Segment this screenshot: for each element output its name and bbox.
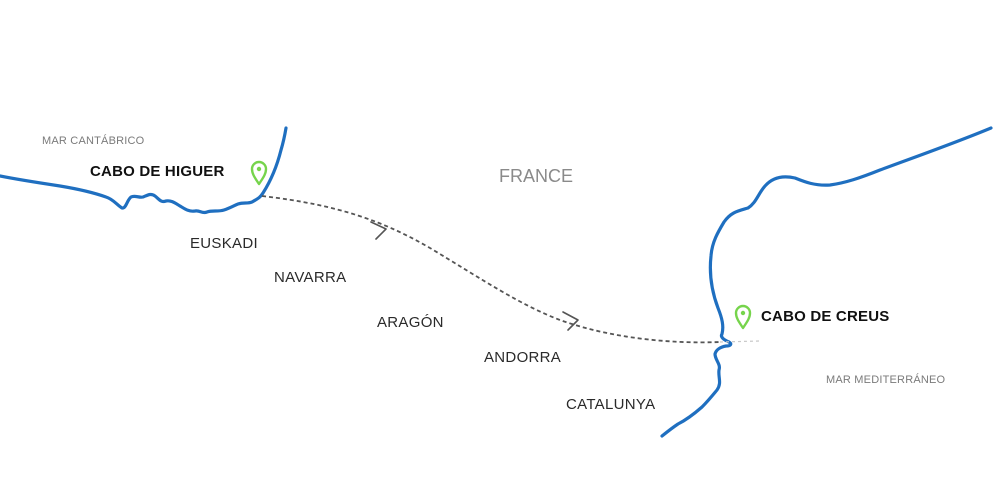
map-pin-icon [250,160,268,186]
chevron-right-icon [562,311,579,331]
cape-label-end: CABO DE CREUS [761,308,890,325]
route-path [261,195,721,344]
region-label-aragon: ARAGÓN [377,314,444,331]
sea-label-cantabrico: MAR CANTÁBRICO [42,135,145,147]
sea-label-mediterraneo: MAR MEDITERRÁNEO [826,374,946,386]
region-label-catalunya: CATALUNYA [566,396,656,413]
cape-label-start: CABO DE HIGUER [90,163,225,180]
region-label-navarra: NAVARRA [274,269,347,286]
coastline-cantabric [0,126,288,215]
route-extension [719,340,761,343]
coastline-mediterranean [660,126,993,438]
map-pin-icon [734,304,752,330]
country-label: FRANCE [499,166,574,186]
chevron-right-icon [370,221,387,240]
region-label-andorra: ANDORRA [484,349,562,366]
region-label-euskadi: EUSKADI [190,235,258,252]
